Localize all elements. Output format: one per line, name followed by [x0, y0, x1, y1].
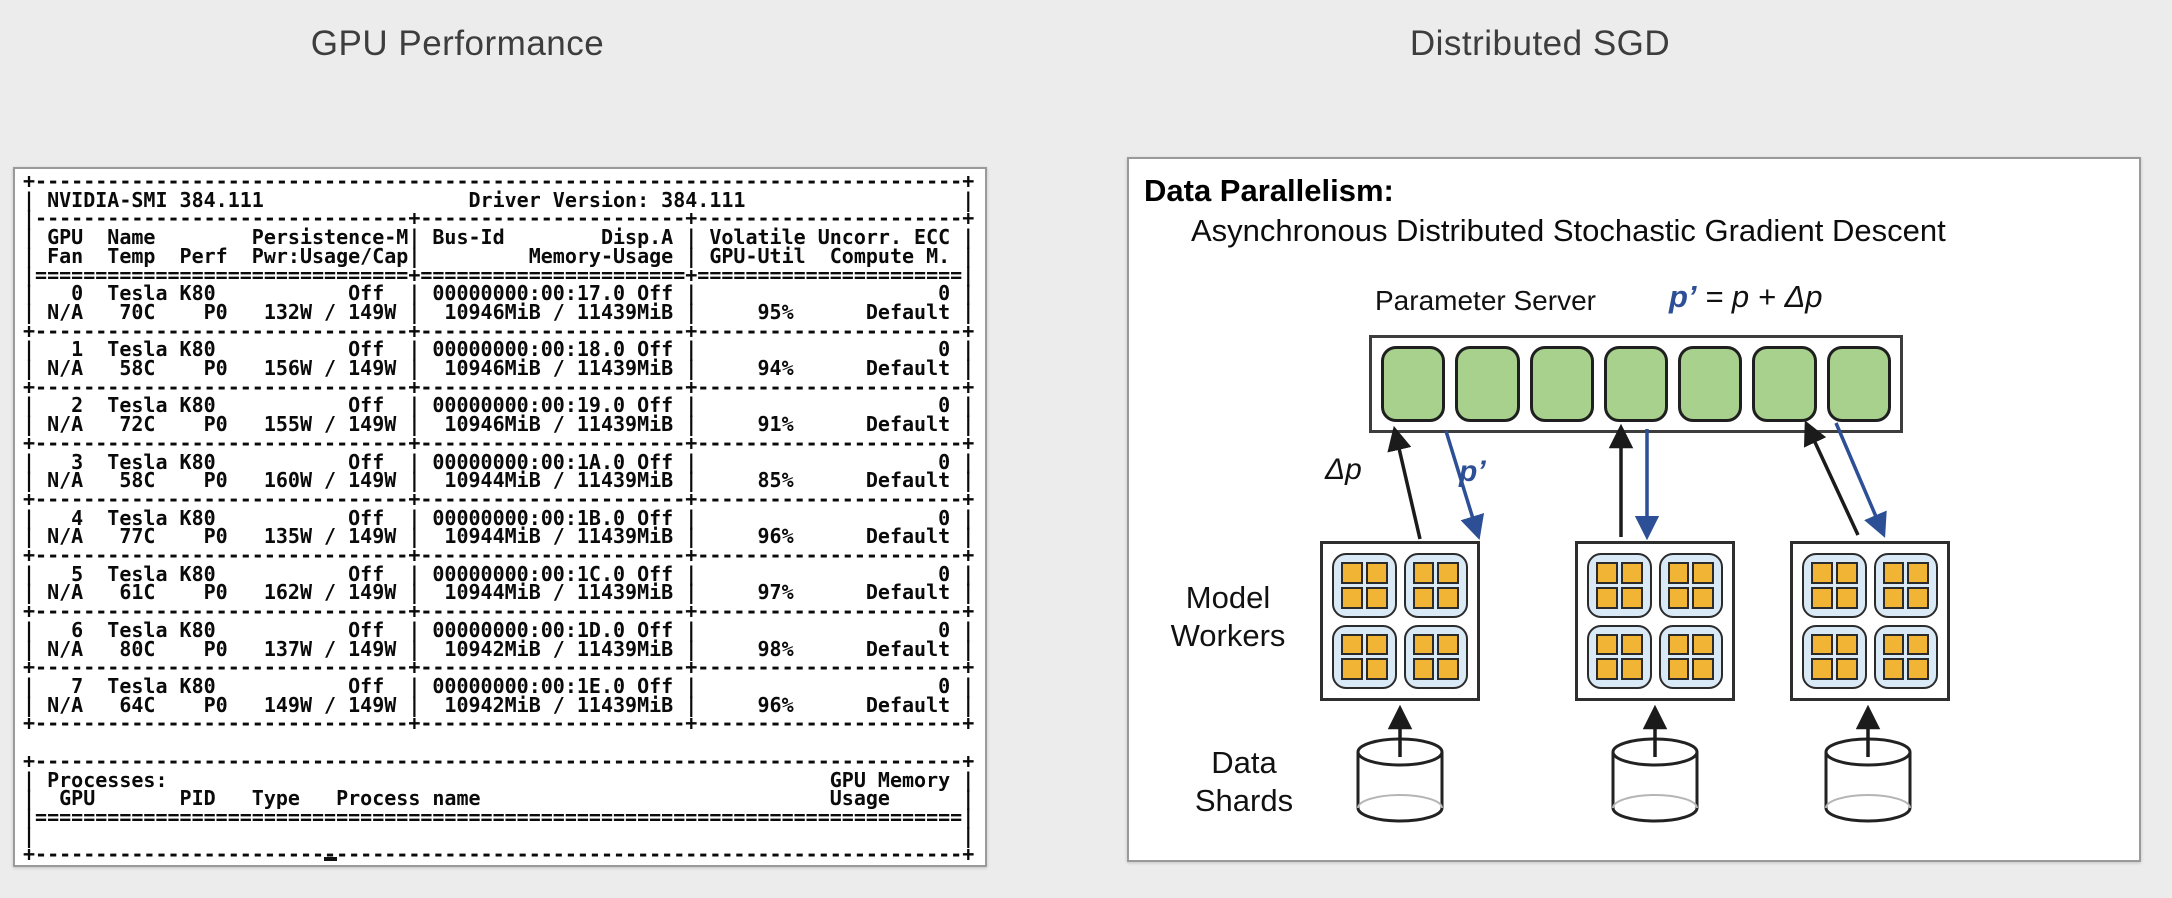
gpu-core [1882, 562, 1905, 584]
gpu-core [1620, 658, 1643, 680]
gpu-core [1437, 586, 1459, 609]
gpu-core [1341, 633, 1363, 656]
parameter-block [1826, 346, 1891, 422]
gpu-chip [1873, 553, 1938, 618]
parameter-block [1381, 346, 1446, 422]
parameter-server-label: Parameter Server [1375, 285, 1596, 316]
model-worker-box [1790, 541, 1950, 701]
gpu-core [1692, 586, 1714, 609]
gpu-chip [1403, 553, 1468, 618]
parameter-block [1678, 346, 1743, 422]
gpu-core [1667, 562, 1690, 584]
gpu-chip [1587, 553, 1652, 618]
p-prime-label: p’ [1459, 455, 1486, 488]
params-down-arrow [1834, 422, 1887, 538]
gpu-core [1667, 586, 1690, 609]
gpu-chip [1658, 624, 1723, 689]
gradient-up-arrow [1803, 420, 1860, 536]
gpu-core [1835, 633, 1858, 656]
gpu-chip [1658, 553, 1723, 618]
parameter-block [1455, 346, 1520, 422]
parameter-block [1603, 346, 1669, 422]
gpu-chip [1403, 624, 1468, 689]
gpu-chip [1802, 624, 1867, 689]
data-shard-cylinder-backline [1612, 794, 1698, 809]
gpu-core [1412, 658, 1435, 680]
data-shard-cylinder-top [1824, 737, 1912, 767]
gpu-core [1882, 633, 1905, 656]
terminal-cursor [324, 857, 337, 861]
gpu-core [1835, 586, 1858, 609]
gpu-core [1907, 658, 1929, 680]
gpu-core [1437, 658, 1459, 680]
gpu-core [1596, 586, 1618, 609]
data-shard-cylinder-body [1356, 752, 1444, 823]
model-worker-box [1320, 541, 1480, 701]
gpu-core [1667, 633, 1690, 656]
gpu-chip [1873, 624, 1938, 689]
gpu-core [1341, 658, 1363, 680]
gpu-core [1596, 562, 1618, 584]
gpu-chip [1332, 624, 1397, 689]
gpu-core [1835, 658, 1858, 680]
gpu-core [1596, 658, 1618, 680]
gpu-core [1811, 658, 1833, 680]
parameter-block [1752, 346, 1817, 422]
gpu-core [1692, 562, 1714, 584]
gpu-core [1596, 633, 1618, 656]
gpu-chip [1802, 553, 1867, 618]
gpu-core [1412, 633, 1435, 656]
gpu-core [1907, 562, 1929, 584]
data-shard-cylinder-backline [1825, 794, 1911, 809]
model-workers-label: Model Workers [1170, 580, 1286, 653]
gpu-core [1412, 586, 1435, 609]
gpu-core [1907, 633, 1929, 656]
gpu-core [1692, 658, 1714, 680]
distributed-sgd-title: Distributed SGD [1409, 24, 1671, 63]
gradient-up-arrow [1387, 425, 1422, 540]
gpu-core [1437, 633, 1459, 656]
nvidia-smi-terminal-panel: +---------------------------------------… [13, 167, 987, 867]
sgd-diagram-panel: Data Parallelism: Asynchronous Distribut… [1127, 157, 2141, 862]
gpu-core [1341, 562, 1363, 584]
gpu-core [1341, 586, 1363, 609]
gpu-core [1835, 562, 1858, 584]
data-shards-label: Data Shards [1194, 745, 1294, 818]
async-sgd-subheading: Asynchronous Distributed Stochastic Grad… [1191, 213, 1946, 248]
gpu-performance-title: GPU Performance [310, 24, 605, 63]
gpu-chip [1587, 624, 1652, 689]
data-shard-cylinder-backline [1357, 794, 1443, 809]
data-shard-cylinder-top [1356, 737, 1444, 767]
gpu-core [1365, 658, 1388, 680]
model-worker-box [1575, 541, 1735, 701]
gpu-core [1882, 586, 1905, 609]
data-shard-cylinder-body [1611, 752, 1699, 823]
gpu-core [1620, 586, 1643, 609]
gpu-core [1811, 633, 1833, 656]
gpu-core [1907, 586, 1929, 609]
gpu-core [1365, 586, 1388, 609]
gpu-core [1620, 633, 1643, 656]
gpu-core [1620, 562, 1643, 584]
gpu-core [1882, 658, 1905, 680]
gpu-core [1365, 562, 1388, 584]
data-parallelism-heading: Data Parallelism: [1144, 173, 1394, 208]
parameter-server-box [1369, 335, 1903, 433]
gpu-core [1365, 633, 1388, 656]
gpu-core [1437, 562, 1459, 584]
gpu-core [1667, 658, 1690, 680]
nvidia-smi-output: +---------------------------------------… [23, 169, 975, 867]
update-formula: p’ = p + Δp [1669, 279, 1823, 315]
data-shard-cylinder-body [1824, 752, 1912, 823]
parameter-block [1529, 346, 1594, 422]
gpu-chip [1332, 553, 1397, 618]
gpu-core [1412, 562, 1435, 584]
gpu-core [1692, 633, 1714, 656]
gpu-core [1811, 586, 1833, 609]
gpu-core [1811, 562, 1833, 584]
formula-rhs: = p + Δp [1696, 279, 1823, 314]
data-shard-cylinder-top [1611, 737, 1699, 767]
delta-p-label: Δp [1325, 453, 1362, 486]
formula-p-prime: p’ [1669, 279, 1697, 314]
